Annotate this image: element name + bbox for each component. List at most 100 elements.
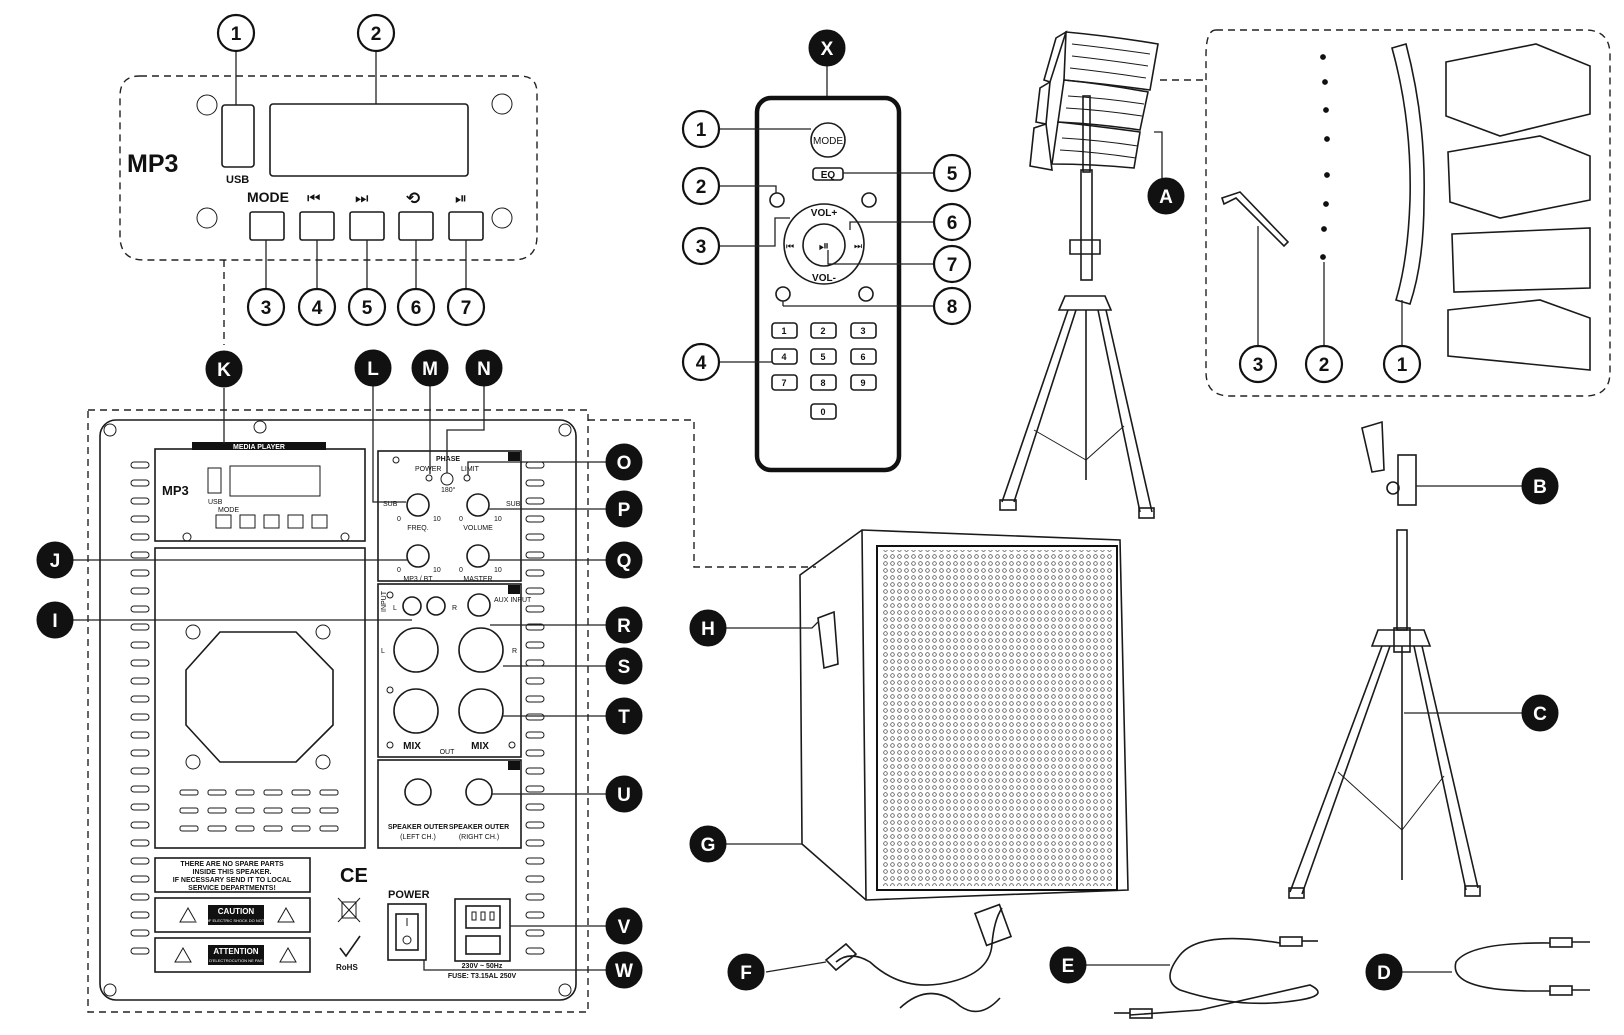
- svg-text:USB: USB: [208, 499, 223, 506]
- mounting-blocks: [1445, 43, 1591, 371]
- rca-right-input[interactable]: [426, 596, 446, 616]
- remote-play-icon: ⏯: [819, 238, 829, 253]
- speaker-out-right[interactable]: [465, 778, 493, 806]
- iec-socket[interactable]: [454, 898, 511, 962]
- svg-text:4: 4: [781, 352, 786, 362]
- xlr-input-left[interactable]: [393, 627, 439, 673]
- svg-text:0: 0: [397, 567, 401, 574]
- media-mp3-label: MP3: [162, 483, 189, 498]
- svg-text:MIX: MIX: [403, 741, 421, 752]
- svg-text:2: 2: [696, 177, 707, 198]
- svg-text:5: 5: [947, 164, 958, 185]
- svg-text:5: 5: [362, 298, 373, 319]
- media-usb-port[interactable]: [207, 467, 222, 494]
- svg-text:P: P: [618, 500, 631, 521]
- remote-eq-button[interactable]: [812, 167, 844, 181]
- remote-dpad[interactable]: [783, 203, 865, 285]
- svg-text:1: 1: [696, 120, 707, 141]
- remote-key[interactable]: [771, 348, 798, 365]
- speaker-output-section: SPEAKER OUTER SPEAKER OUTER (LEFT CH.) (…: [377, 759, 522, 849]
- remote-key[interactable]: [850, 322, 877, 339]
- rear-panel: MEDIA PLAYER MP3 USB MODE PHASE POWER 18…: [36, 349, 816, 1013]
- remote-key[interactable]: [850, 374, 877, 391]
- mount-screw-icon: [196, 207, 218, 229]
- callout-n: N: [465, 349, 503, 387]
- tripod-stand: C: [1288, 529, 1559, 899]
- callout-t: T: [605, 697, 643, 735]
- svg-text:POWER: POWER: [415, 466, 441, 473]
- link-cable-long: E: [1049, 936, 1319, 1019]
- hex-key: [1220, 191, 1290, 248]
- limit-led: [463, 474, 471, 482]
- next-button[interactable]: [349, 211, 385, 241]
- svg-text:8: 8: [947, 297, 958, 318]
- svg-text:230V ~ 50Hz: 230V ~ 50Hz: [462, 963, 503, 970]
- master-knob[interactable]: [466, 544, 490, 568]
- svg-text:LIMIT: LIMIT: [461, 466, 480, 473]
- stand-pole: [1080, 169, 1093, 281]
- svg-text:SUB: SUB: [506, 501, 521, 508]
- remote-key[interactable]: [810, 348, 837, 365]
- remote-key[interactable]: [810, 374, 837, 391]
- remote-vol-down-label: VOL-: [812, 273, 836, 284]
- remote-prev-folder-button[interactable]: [769, 192, 785, 208]
- svg-text:8: 8: [820, 378, 825, 388]
- svg-text:2: 2: [371, 24, 382, 45]
- svg-text:1: 1: [781, 326, 786, 336]
- callout-h: H: [689, 609, 727, 647]
- svg-text:G: G: [701, 835, 716, 856]
- svg-text:H: H: [701, 619, 715, 640]
- xlr-mix-out-right[interactable]: [458, 688, 504, 734]
- svg-text:OUT: OUT: [440, 749, 456, 756]
- phase-switch[interactable]: [440, 472, 454, 486]
- prev-button[interactable]: [299, 211, 335, 241]
- remote-callout-2: 2: [681, 166, 721, 206]
- remote-mode-label: MODE: [813, 136, 843, 147]
- svg-text:(RIGHT CH.): (RIGHT CH.): [459, 834, 499, 841]
- remote-callout-1: 1: [681, 109, 721, 149]
- svg-text:SUB: SUB: [383, 501, 398, 508]
- mount-screw-icon: [196, 94, 218, 116]
- power-switch[interactable]: [387, 903, 427, 961]
- speaker-out-left[interactable]: [404, 778, 432, 806]
- callout-2: 2: [356, 13, 396, 53]
- aux-input-jack[interactable]: [467, 593, 491, 617]
- svg-text:MP3 / BT: MP3 / BT: [403, 576, 433, 583]
- volume-knob[interactable]: [466, 493, 490, 517]
- remote-key[interactable]: [810, 322, 837, 339]
- play-pause-icon: ⏯: [455, 190, 467, 207]
- ce-mark: CE: [340, 865, 368, 887]
- svg-text:0: 0: [459, 567, 463, 574]
- mount-screw-icon: [491, 93, 513, 115]
- mp3-bt-knob[interactable]: [406, 544, 430, 568]
- svg-text:3: 3: [860, 326, 865, 336]
- svg-text:7: 7: [461, 298, 472, 319]
- xlr-mix-out-left[interactable]: [393, 688, 439, 734]
- remote-key[interactable]: [810, 403, 837, 420]
- remote-key[interactable]: [771, 374, 798, 391]
- xlr-input-right[interactable]: [458, 627, 504, 673]
- svg-text:0: 0: [459, 516, 463, 523]
- remote-key[interactable]: [771, 322, 798, 339]
- remote-key[interactable]: [850, 348, 877, 365]
- callout-q: Q: [605, 541, 643, 579]
- remote-plus-button[interactable]: [858, 286, 874, 302]
- repeat-button[interactable]: [398, 211, 434, 241]
- usb-port[interactable]: [221, 104, 255, 168]
- repeat-icon: ⟲: [406, 189, 420, 208]
- svg-text:MASTER: MASTER: [463, 576, 492, 583]
- mp3-title: MP3: [127, 150, 178, 178]
- remote-next-folder-button[interactable]: [861, 192, 877, 208]
- pole-adapter: B: [1361, 420, 1559, 506]
- mode-button[interactable]: [249, 211, 285, 241]
- remote-mode-button[interactable]: [810, 122, 846, 158]
- rca-left-input[interactable]: [402, 596, 422, 616]
- freq-knob[interactable]: [406, 493, 430, 517]
- play-pause-button[interactable]: [448, 211, 484, 241]
- svg-text:B: B: [1533, 477, 1547, 498]
- weee-bin-icon: [337, 897, 361, 923]
- remote-play-pause-button[interactable]: [802, 223, 846, 267]
- svg-text:7: 7: [781, 378, 786, 388]
- fuse-holder[interactable]: [465, 935, 501, 955]
- svg-text:THERE ARE NO SPARE PARTS: THERE ARE NO SPARE PARTS: [180, 861, 284, 868]
